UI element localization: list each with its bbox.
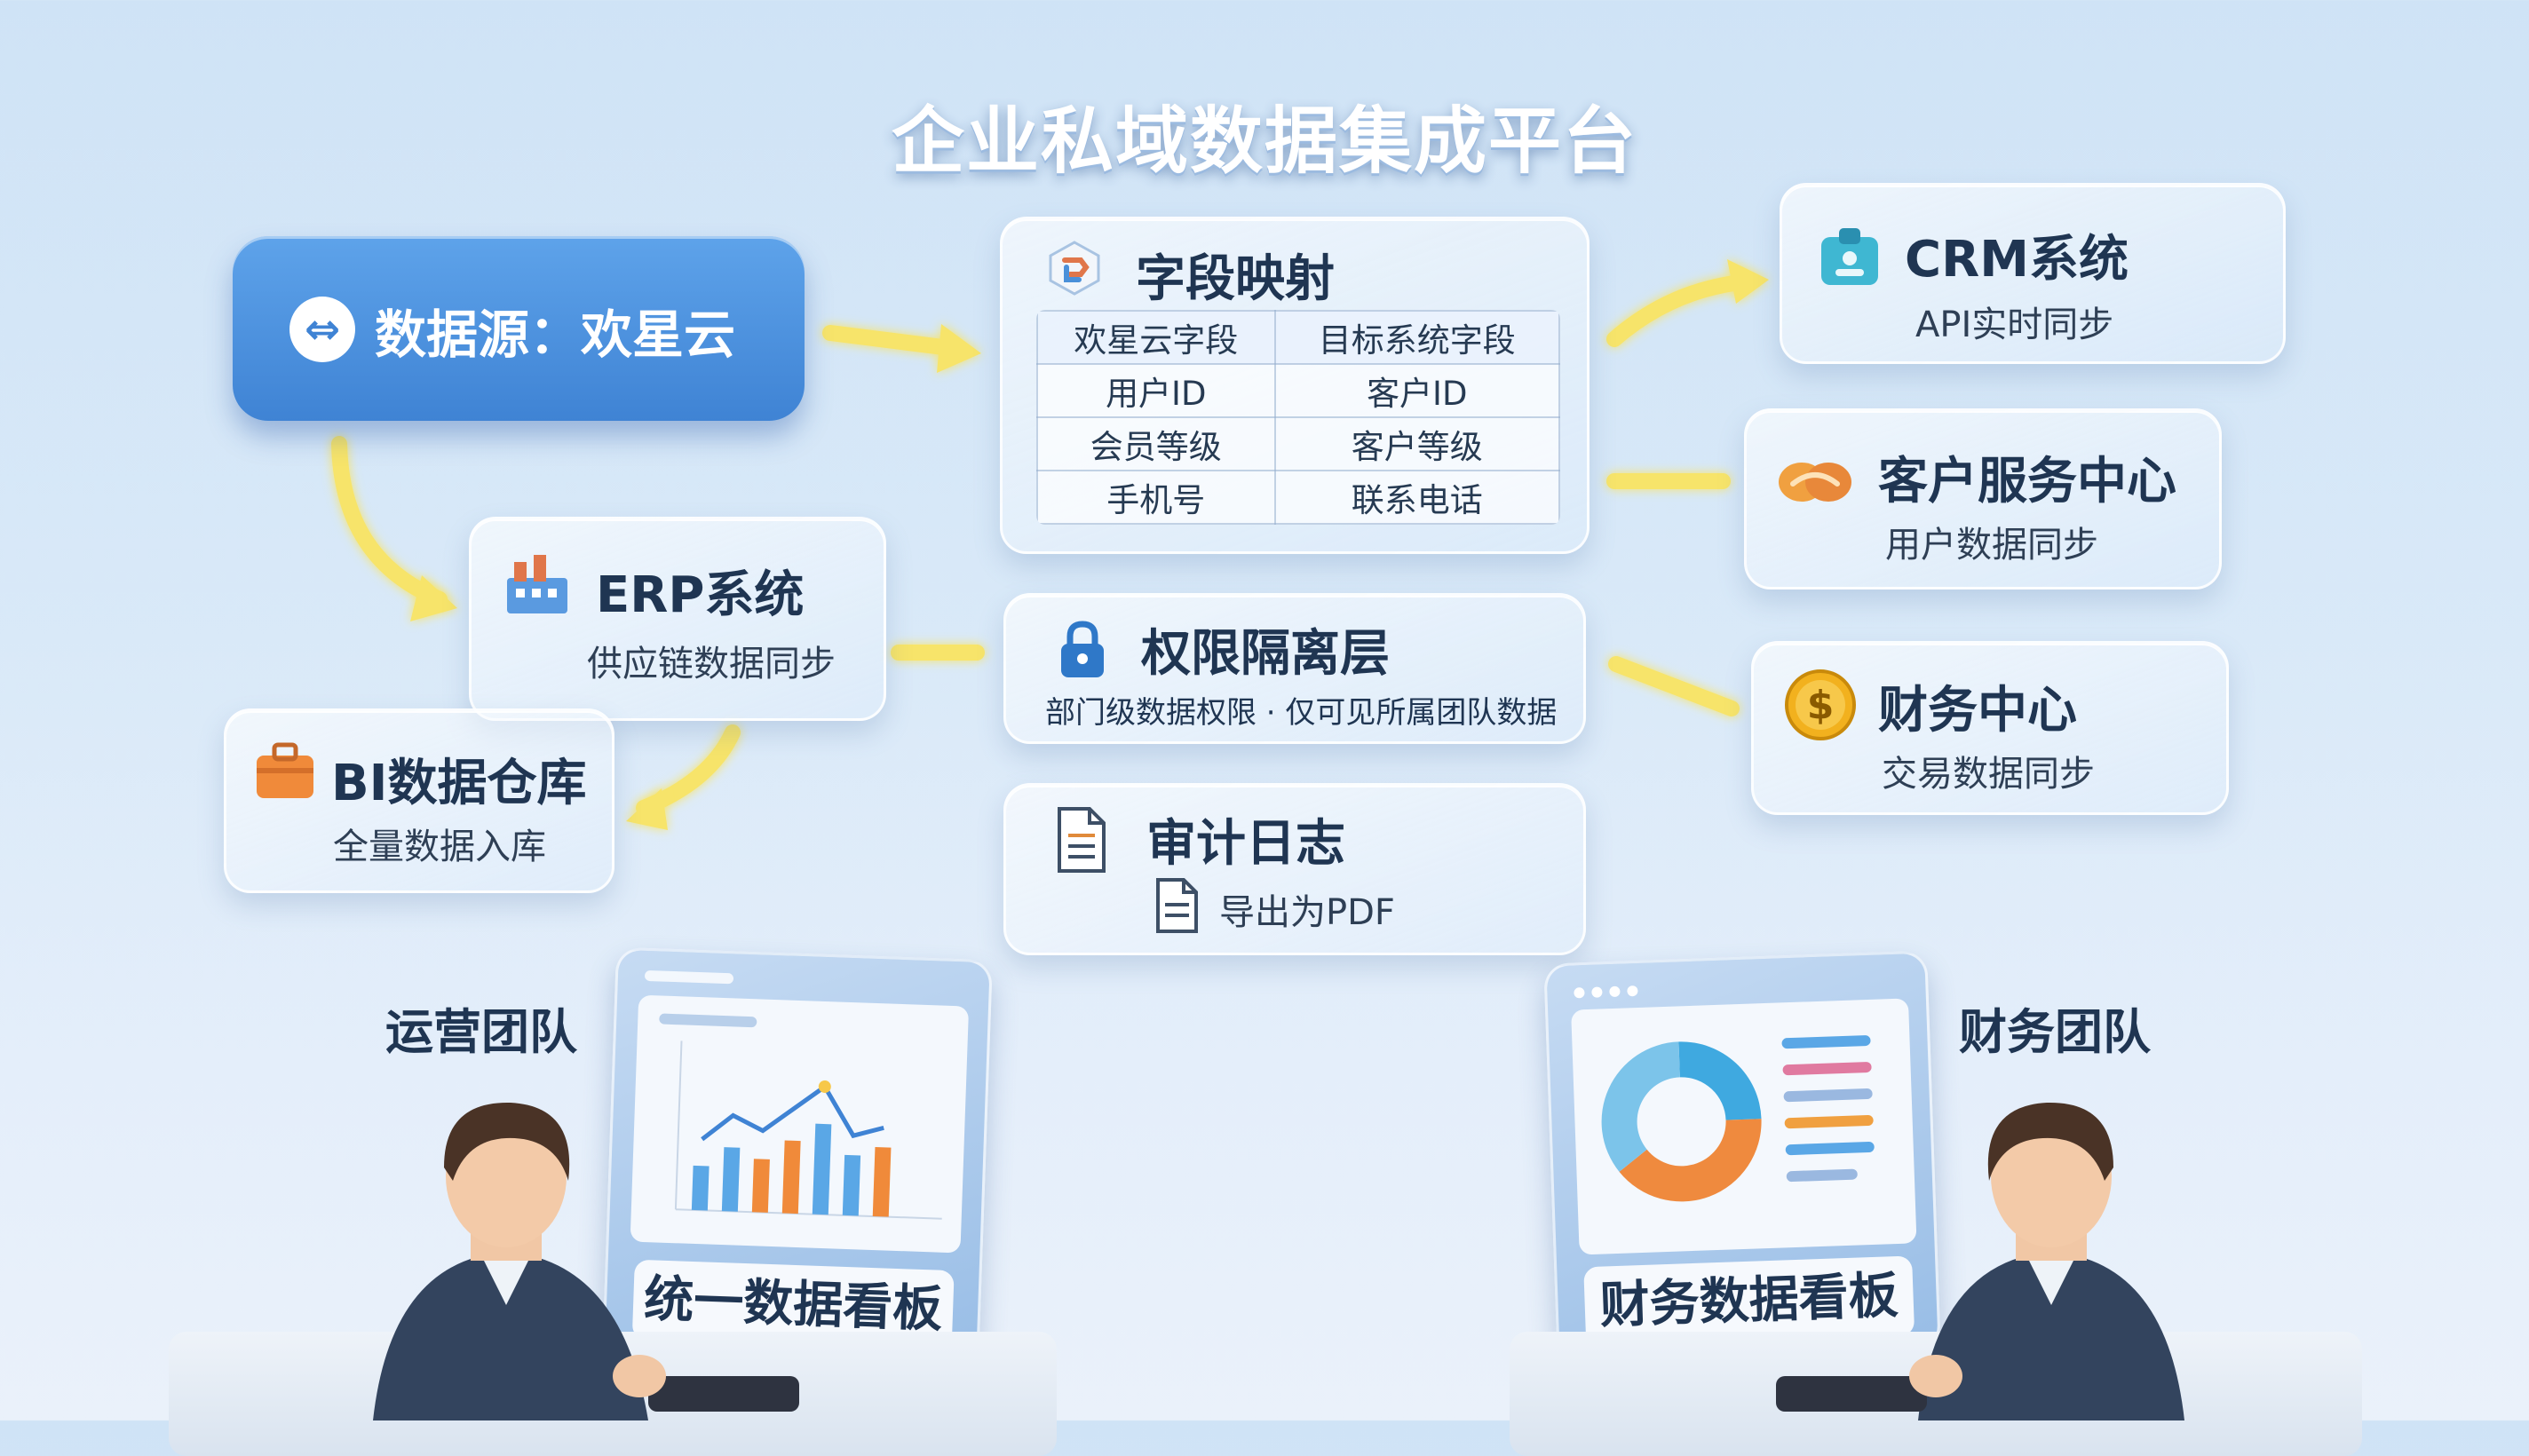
ops-chart-screen [630, 994, 970, 1254]
bi-subtitle: 全量数据入库 [333, 827, 546, 867]
permission-title: 权限隔离层 [1141, 625, 1390, 683]
lock-icon [1061, 621, 1104, 677]
donut-slice [1678, 1041, 1762, 1120]
audit-title: 审计日志 [1146, 815, 1345, 873]
chart-bar [812, 1123, 832, 1215]
mapping-header-target: 目标系统字段 [1273, 310, 1560, 365]
mapping-header-row: 欢星云字段 目标系统字段 [1036, 310, 1560, 365]
chart-bar [872, 1147, 892, 1217]
page-title: 企业私域数据集成平台 [891, 99, 1637, 184]
mapping-table: 欢星云字段 目标系统字段 用户ID 客户ID 会员等级 客户等级 手机号 联系电… [1036, 310, 1560, 525]
crm-card[interactable]: CRM系统 API实时同步 [1780, 183, 2286, 364]
swap-arrows-icon: ⇔ [289, 297, 355, 362]
field-mapping-card[interactable]: 字段映射 欢星云字段 目标系统字段 用户ID 客户ID 会员等级 客户等级 手机… [1000, 217, 1590, 554]
erp-title: ERP系统 [596, 566, 805, 624]
crm-subtitle: API实时同步 [1915, 305, 2114, 345]
arrowhead-bi [626, 788, 668, 830]
table-row: 手机号 联系电话 [1036, 470, 1560, 525]
window-dots [1574, 983, 1638, 1002]
arrowhead-mapping [937, 324, 981, 373]
mapping-cell: 客户ID [1273, 363, 1560, 418]
erp-card[interactable]: ERP系统 供应链数据同步 [469, 517, 886, 721]
handshake-icon [1779, 463, 1851, 502]
crm-title: CRM系统 [1905, 231, 2129, 289]
factory-icon [507, 555, 567, 613]
ops-dashboard-monitor[interactable]: 统一数据看板 [602, 946, 993, 1369]
chart-bar [691, 1165, 710, 1211]
arrowhead-erp [410, 575, 457, 621]
finance-subtitle: 交易数据同步 [1882, 754, 2095, 795]
permission-subtitle: 部门级数据权限 · 仅可见所属团队数据 [1045, 695, 1558, 731]
mapping-header-source: 欢星云字段 [1036, 310, 1276, 365]
chart-bar [842, 1154, 861, 1216]
legend-line [1782, 1062, 1872, 1076]
arrow-mapping-to-crm [1606, 274, 1748, 347]
legend-line [1785, 1142, 1875, 1156]
ops-bar-line-chart [674, 1041, 942, 1220]
mapping-cell: 会员等级 [1036, 416, 1276, 471]
mapping-cell: 手机号 [1036, 470, 1276, 525]
finance-center-card[interactable]: $ 财务中心 交易数据同步 [1751, 641, 2229, 815]
id-badge-icon [1821, 228, 1878, 285]
chart-bar [751, 1159, 770, 1213]
chart-bar [781, 1140, 801, 1215]
erp-subtitle: 供应链数据同步 [587, 644, 836, 684]
mapping-cell: 客户等级 [1273, 416, 1560, 471]
finance-title: 财务中心 [1878, 682, 2077, 740]
data-source-label: 数据源：欢星云 [375, 305, 736, 365]
document-icon [1058, 807, 1106, 873]
arrow-source-to-mapping [822, 325, 958, 356]
fin-team-label: 财务团队 [1959, 1004, 2151, 1060]
legend-line [1784, 1115, 1874, 1129]
mapping-cell: 用户ID [1036, 363, 1276, 418]
mapping-title: 字段映射 [1136, 250, 1335, 308]
arrow-erp-to-bi [636, 724, 741, 816]
briefcase-icon [257, 742, 313, 798]
customer-service-card[interactable]: 客户服务中心 用户数据同步 [1744, 408, 2222, 590]
service-title: 客户服务中心 [1878, 453, 2176, 510]
chart-bar [721, 1147, 741, 1212]
chart-line [701, 1083, 884, 1142]
svg-text:$: $ [1807, 683, 1835, 728]
bi-title: BI数据仓库 [331, 755, 587, 812]
fin-chart-screen [1571, 998, 1917, 1255]
table-row: 会员等级 客户等级 [1036, 416, 1560, 471]
mapping-cell: 联系电话 [1273, 470, 1560, 525]
fin-donut-chart [1601, 1035, 1875, 1202]
permission-layer-card[interactable]: 权限隔离层 部门级数据权限 · 仅可见所属团队数据 [1003, 593, 1586, 744]
ops-person-avatar [373, 1102, 799, 1420]
table-row: 用户ID 客户ID [1036, 363, 1560, 418]
legend-line [1786, 1168, 1858, 1183]
export-pdf-link[interactable]: 导出为PDF [1219, 892, 1395, 933]
ops-team-label: 运营团队 [385, 1004, 577, 1060]
bi-warehouse-card[interactable]: BI数据仓库 全量数据入库 [224, 708, 614, 893]
legend-line [1783, 1088, 1873, 1103]
service-subtitle: 用户数据同步 [1885, 525, 2098, 566]
dollar-coin-icon: $ [1785, 669, 1856, 740]
arrow-source-to-erp [331, 436, 448, 607]
legend-line [1781, 1035, 1871, 1049]
pdf-document-icon[interactable] [1154, 876, 1201, 935]
fin-person-avatar [1776, 1102, 2184, 1420]
arrowhead-crm [1727, 259, 1769, 304]
donut-slice [1619, 1119, 1762, 1202]
data-source-card[interactable]: ⇔ 数据源：欢星云 [233, 236, 805, 421]
fin-dashboard-monitor[interactable]: 财务数据看板 [1543, 950, 1941, 1364]
connector-permission-finance [1608, 656, 1740, 716]
chart-point [818, 1080, 831, 1094]
mapping-icon [1049, 241, 1100, 296]
donut-slice [1601, 1041, 1680, 1172]
audit-log-card[interactable]: 审计日志 导出为PDF [1003, 783, 1586, 955]
